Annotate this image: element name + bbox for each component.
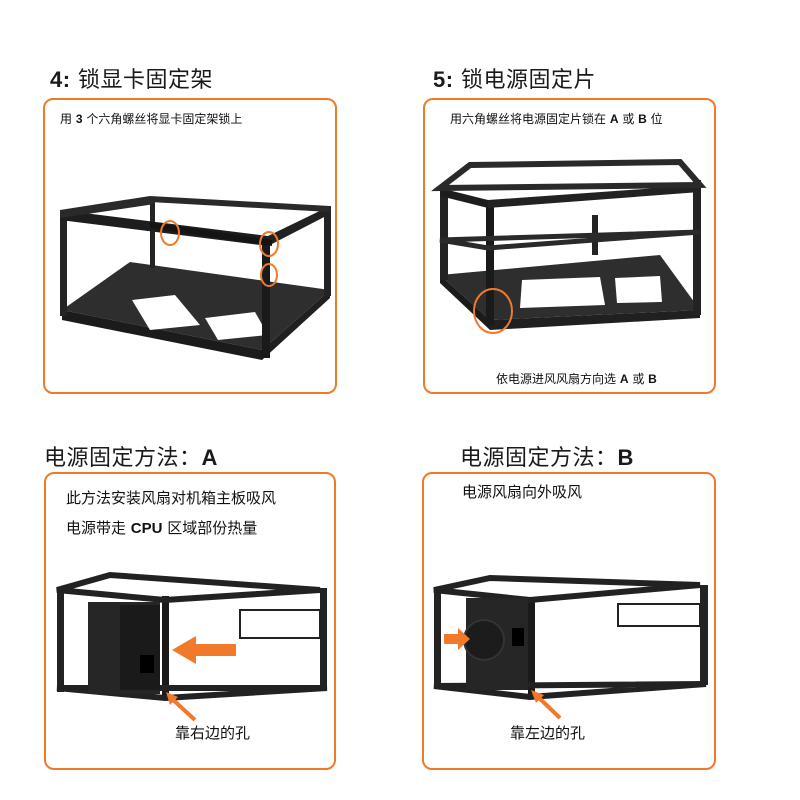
airflow-arrow [172, 636, 236, 664]
method-a-hole-label: 靠右边的孔 [175, 724, 251, 742]
screw-highlight-3 [260, 263, 278, 287]
method-b-letter: B [617, 445, 634, 470]
method-b-hole-label: 靠左边的孔 [510, 724, 586, 742]
screw-highlight-1 [160, 220, 180, 246]
method-a-title: 电源固定方法： [44, 446, 202, 471]
section-4-heading: 4: 锁显卡固定架 [50, 62, 213, 94]
method-b-title: 电源固定方法： [460, 446, 618, 471]
method-a-line2: 电源带走 CPU 区域部份热量 [66, 519, 258, 537]
section-4-title: 锁显卡固定架 [70, 68, 214, 93]
section-4-caption: 用 3 个六角螺丝将显卡固定架锁上 [60, 112, 243, 126]
method-a-heading: 电源固定方法：A [44, 440, 218, 472]
method-b-heading: 电源固定方法：B [460, 440, 634, 472]
section-5-heading: 5: 锁电源固定片 [433, 62, 596, 94]
method-a-line1: 此方法安装风扇对机箱主板吸风 [66, 489, 277, 507]
section-4-number: 4: [50, 67, 71, 92]
method-b-line1: 电源风扇向外吸风 [462, 483, 583, 501]
section-5-caption: 用六角螺丝将电源固定片锁在 A 或 B 位 [450, 112, 663, 126]
section-5-direction-note: 依电源进风风扇方向选 A 或 B [496, 372, 657, 386]
section-5-number: 5: [433, 67, 454, 92]
method-a-letter: A [201, 445, 218, 470]
screw-highlight-2 [259, 231, 279, 257]
plate-position-highlight [473, 288, 513, 334]
section-5-title: 锁电源固定片 [453, 68, 597, 93]
airflow-arrow [444, 628, 470, 650]
